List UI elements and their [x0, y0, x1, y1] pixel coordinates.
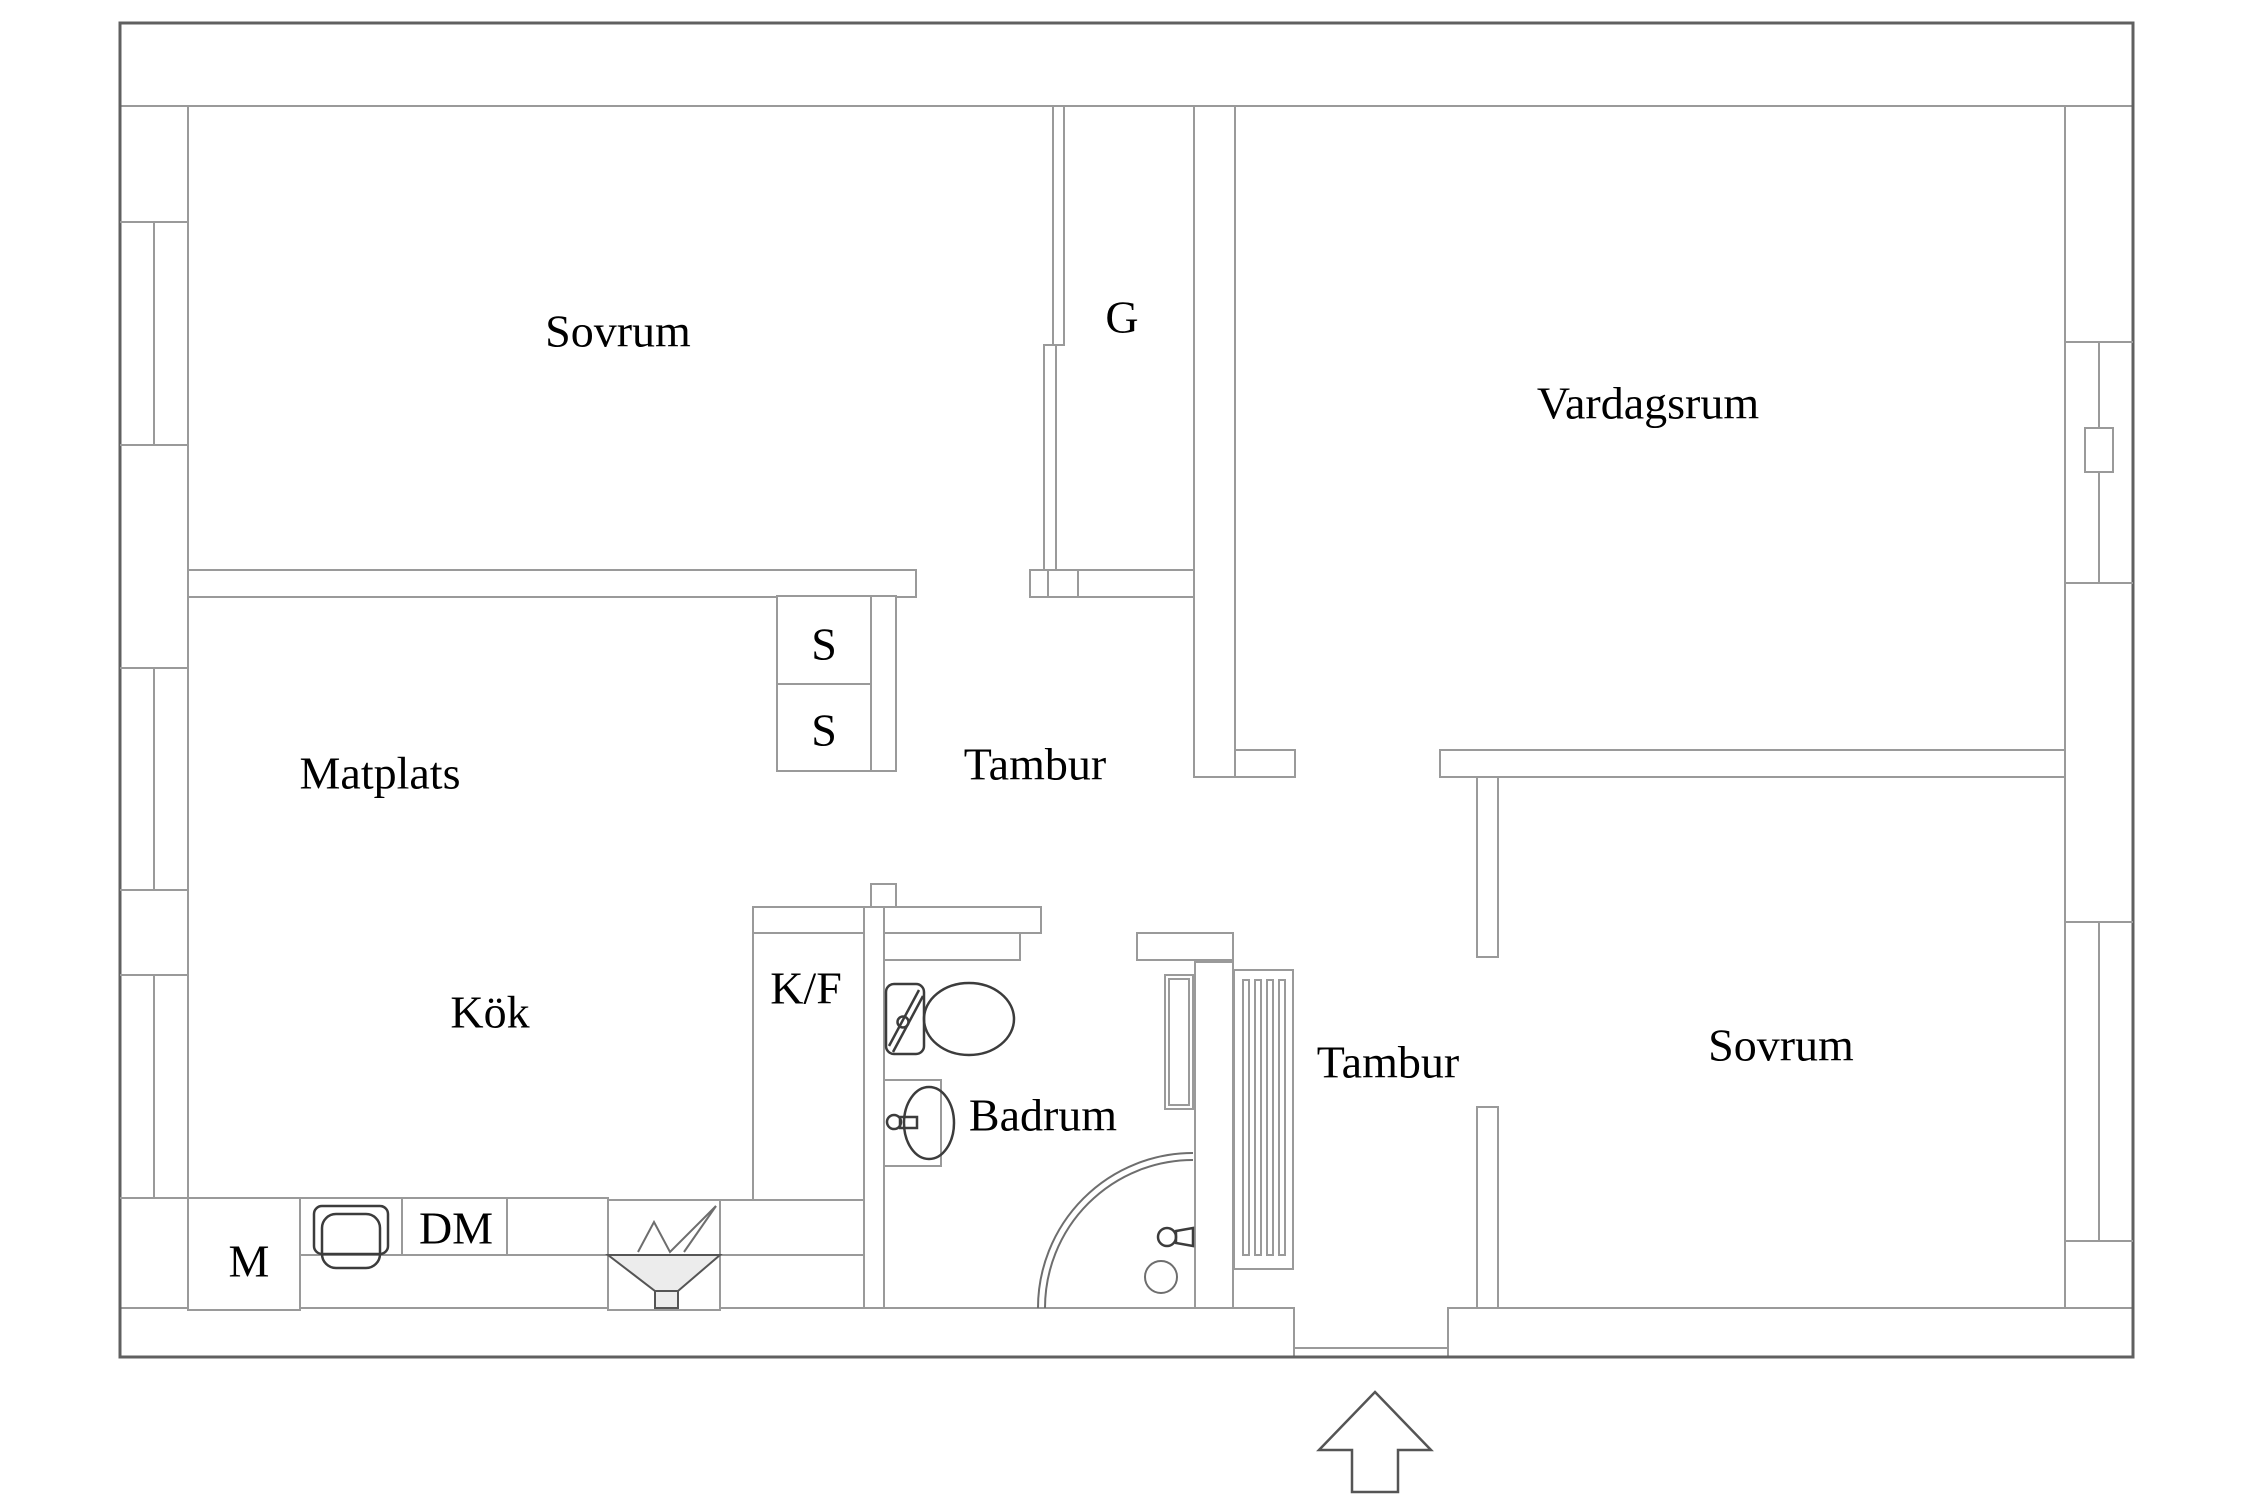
bedroom1-closet-divider-wall: [1052, 105, 1065, 346]
hall-closets: [776, 595, 872, 772]
window-livingroom-right: [2065, 341, 2133, 584]
toilet-icon: [884, 981, 1016, 1057]
label-bedroom1: Sovrum: [545, 306, 691, 357]
label-dishwasher: DM: [419, 1203, 493, 1254]
label-closet-top: S: [811, 619, 837, 670]
bathroom-west-wall: [863, 906, 885, 1309]
shower-corner-icon: [1037, 1152, 1195, 1309]
closet-east-wall: [870, 595, 897, 772]
window-vent-hatch: [2084, 427, 2114, 473]
window-bedroom1-left: [120, 221, 188, 446]
closet-g-door-pier: [1047, 569, 1079, 598]
livingroom-west-wall-stub: [1234, 749, 1296, 778]
bathroom-door-leaf: [1164, 974, 1194, 1110]
bathroom-north-wall-right: [1136, 932, 1234, 961]
stove-funnel-icon: [605, 1254, 723, 1309]
room-labels: Sovrum G Vardagsrum Matplats S S Tambur …: [229, 292, 1855, 1287]
building-outline: [118, 21, 2135, 1359]
interior-walls: [187, 105, 2066, 1309]
entrance-arrow: [1316, 1390, 1434, 1494]
livingroom-west-wall: [1193, 105, 1236, 778]
window-kitchen-left: [120, 974, 188, 1199]
machine-box: [187, 1197, 301, 1311]
label-hall-upper: Tambur: [964, 739, 1106, 790]
label-kitchen: Kök: [450, 987, 529, 1038]
kitchen-hall-south-wall: [752, 906, 1042, 934]
windows: [120, 221, 2133, 1242]
bottom-outer-wall-left: [119, 1307, 1295, 1358]
bathroom-fixtures: [883, 974, 1195, 1309]
label-dining: Matplats: [300, 748, 461, 799]
label-machine: M: [229, 1236, 270, 1287]
window-dining-left: [120, 667, 188, 891]
counter-section-left: [506, 1197, 609, 1256]
top-outer-wall: [119, 22, 2134, 107]
label-closet-bottom: S: [811, 705, 837, 756]
closet-g-door-leaf: [1043, 344, 1057, 571]
stove-icon: [637, 1205, 717, 1254]
label-hall-lower: Tambur: [1317, 1037, 1459, 1088]
bottom-outer-wall-right: [1447, 1307, 2134, 1358]
label-bedroom2: Sovrum: [1708, 1020, 1854, 1071]
radiator-icon: [1233, 969, 1294, 1270]
fridge-freezer-cabinet: [752, 932, 865, 1201]
label-livingroom: Vardagsrum: [1537, 378, 1759, 429]
bathroom-east-wall: [1194, 961, 1234, 1309]
outer-walls: [119, 22, 2134, 1358]
label-wardrobe: G: [1105, 292, 1138, 343]
counter-section-right: [719, 1199, 865, 1256]
bedroom1-south-wall: [187, 569, 917, 598]
bedroom2-west-wall-upper: [1476, 776, 1499, 958]
window-bedroom2-right: [2065, 921, 2133, 1242]
floor-drain-icon: [1144, 1260, 1178, 1294]
bedroom2-west-wall-lower: [1476, 1106, 1499, 1309]
bathroom-north-wall-left: [883, 932, 1021, 961]
label-fridge-freezer: K/F: [770, 963, 842, 1014]
label-bathroom: Badrum: [969, 1090, 1117, 1141]
livingroom-south-wall: [1439, 749, 2066, 778]
kitchen-fixtures: [187, 932, 865, 1311]
washbasin-icon: [883, 1079, 956, 1167]
kitchen-sink-icon: [312, 1204, 390, 1270]
